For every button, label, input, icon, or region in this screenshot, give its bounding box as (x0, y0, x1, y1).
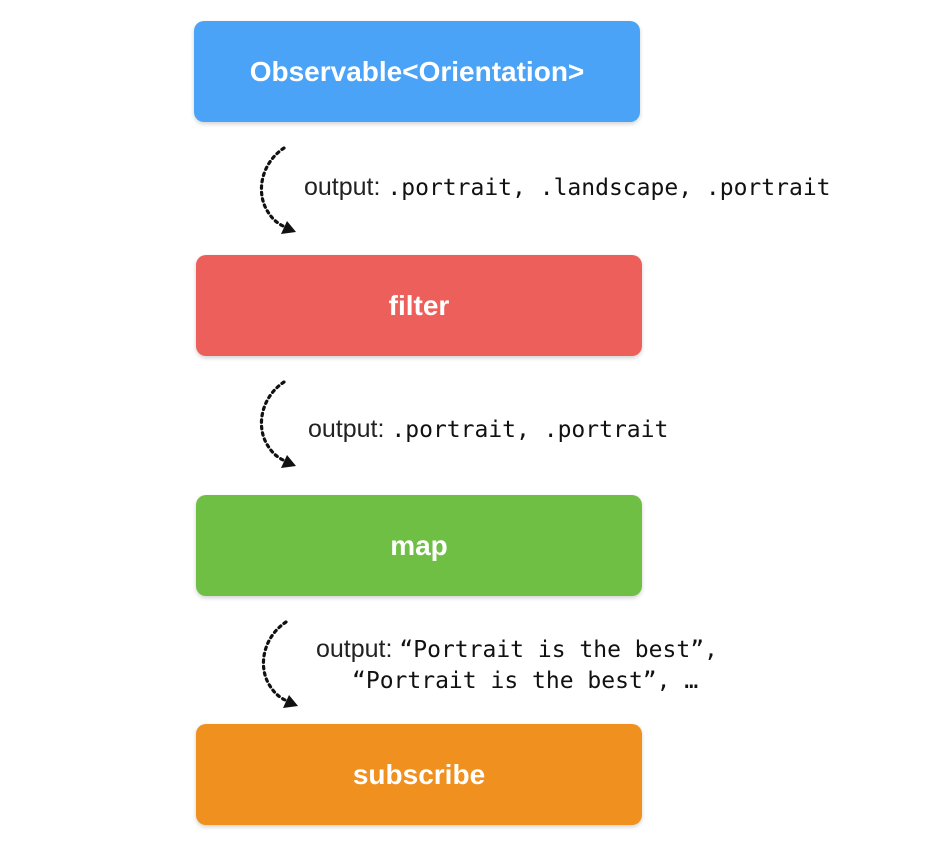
map-node-label: map (390, 529, 448, 561)
edge-label-3-line2: “Portrait is the best”, … (352, 665, 698, 697)
edge-label-1-prefix: output: (304, 173, 381, 201)
arrow-path-3 (261, 620, 292, 704)
edge-label-3-code: “Portrait is the best”, (399, 637, 718, 663)
filter-node: filter (196, 255, 642, 356)
arrow-observable-to-filter (259, 146, 296, 234)
observable-node-label: Observable<Orientation> (249, 55, 585, 87)
edge-label-2-prefix: output: (308, 415, 385, 443)
arrow-map-to-subscribe (261, 620, 298, 708)
edge-label-3: output: “Portrait is the best”, (316, 634, 718, 666)
arrow-filter-to-map (259, 380, 296, 468)
edge-label-2-code: .portrait, .portrait (391, 417, 669, 443)
edge-label-3-code-line2: “Portrait is the best”, … (352, 668, 699, 694)
arrow-path-2 (259, 380, 290, 464)
subscribe-node-label: subscribe (352, 758, 486, 790)
observable-node: Observable<Orientation> (194, 21, 640, 122)
arrow-path-1 (259, 146, 290, 230)
edge-label-1: output: .portrait, .landscape, .portrait (304, 172, 831, 204)
arrowhead-3 (283, 695, 298, 708)
edge-label-3-prefix: output: (316, 635, 393, 663)
subscribe-node: subscribe (196, 724, 642, 825)
edge-label-2: output: .portrait, .portrait (308, 414, 668, 446)
edge-label-1-code: .portrait, .landscape, .portrait (387, 175, 831, 201)
arrowhead-1 (281, 221, 296, 234)
arrowhead-2 (281, 455, 296, 468)
filter-node-label: filter (388, 289, 450, 321)
map-node: map (196, 495, 642, 596)
